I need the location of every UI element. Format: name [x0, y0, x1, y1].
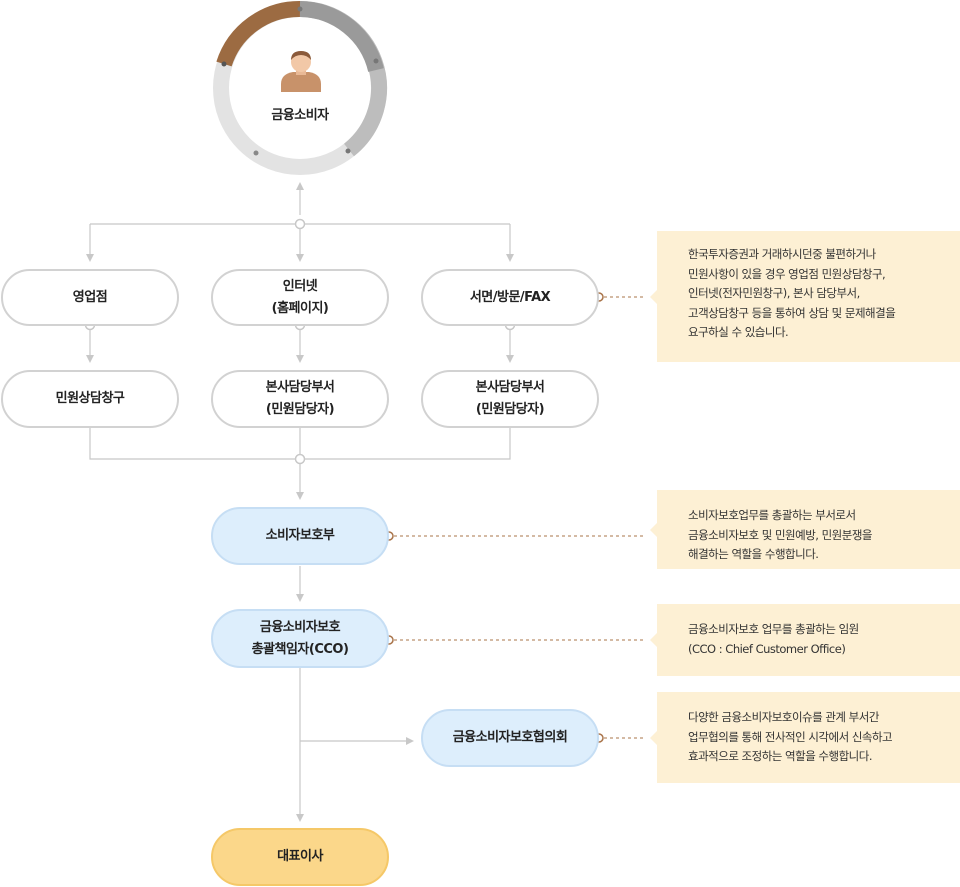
ring-brown-arc [216, 0, 301, 67]
channel-branch-office: 영업점 [1, 269, 179, 326]
note-line: 민원사항이 있을 경우 영업점 민원상담창구, [688, 266, 886, 281]
handler-counseling-desk: 민원상담창구 [1, 370, 179, 428]
node-line: 금융소비자보호협의회 [452, 730, 568, 745]
note-protection-dept: 소비자보호업무를 총괄하는 부서로서 금융소비자보호 및 민원예방, 민원분쟁을… [650, 490, 960, 569]
handler-hq-dept-1: 본사담당부서 (민원담당자) [211, 370, 389, 428]
note-council: 다양한 금융소비자보호이슈를 관계 부서간 업무협의를 통해 전사적인 시각에서… [650, 692, 960, 783]
person-icon [281, 51, 321, 92]
ring-dot [297, 6, 303, 12]
node-line: 영업점 [72, 289, 108, 305]
note-line: 인터넷(전자민원창구), 본사 담당부서, [688, 286, 860, 300]
ceo-node: 대표이사 [211, 828, 389, 886]
ring-dot [253, 150, 259, 156]
node-line: 서면/방문/FAX [469, 289, 551, 305]
note-line: 요구하실 수 있습니다. [688, 325, 789, 339]
node-line: 소비자보호부 [265, 528, 335, 543]
ring-dark-arc [299, 1, 384, 73]
ring-dot [373, 58, 379, 64]
consumer-ring [213, 0, 388, 175]
note-line: 고객상담창구 등을 통하여 상담 및 문제해결을 [688, 305, 896, 320]
channel-internet: 인터넷 (홈페이지) [211, 269, 389, 326]
note-line: 효과적으로 조정하는 역할을 수행합니다. [688, 749, 872, 763]
note-line: 업무협의를 통해 전사적인 시각에서 신속하고 [688, 729, 893, 744]
consumer-protection-dept: 소비자보호부 [211, 507, 389, 565]
note-line: 한국투자증권과 거래하시던중 불편하거나 [688, 247, 876, 261]
note-line: (CCO : Chief Customer Office) [688, 641, 846, 656]
protection-council-node: 금융소비자보호협의회 [421, 709, 599, 767]
node-line: (민원담당자) [265, 402, 335, 417]
note-line: 해결하는 역할을 수행합니다. [688, 547, 819, 561]
node-line: (홈페이지) [271, 300, 329, 316]
note-line: 금융소비자보호 업무를 총괄하는 임원 [688, 622, 859, 636]
merge-node [294, 453, 306, 465]
note-line: 금융소비자보호 및 민원예방, 민원분쟁을 [688, 527, 872, 542]
node-line: 금융소비자보호 [259, 619, 341, 635]
node-line: 본사담당부서 [265, 380, 335, 395]
node-line: 인터넷 [282, 278, 318, 294]
ring-dot [345, 148, 351, 154]
node-line: 대표이사 [277, 849, 323, 864]
node-line: (민원담당자) [475, 402, 545, 417]
node-line: 본사담당부서 [475, 380, 545, 395]
note-line: 다양한 금융소비자보호이슈를 관계 부서간 [688, 710, 879, 724]
note-line: 소비자보호업무를 총괄하는 부서로서 [688, 508, 856, 522]
channel-written-visit-fax: 서면/방문/FAX [421, 269, 599, 326]
branch-node [294, 218, 306, 230]
note-cco: 금융소비자보호 업무를 총괄하는 임원 (CCO : Chief Custome… [650, 604, 960, 676]
handler-hq-dept-2: 본사담당부서 (민원담당자) [421, 370, 599, 428]
consumer-label: 금융소비자 [271, 108, 329, 123]
note-channels: 한국투자증권과 거래하시던중 불편하거나 민원사항이 있을 경우 영업점 민원상… [650, 231, 960, 362]
node-line: 민원상담창구 [55, 391, 125, 406]
node-line: 총괄책임자(CCO) [251, 641, 349, 657]
ring-dot [221, 61, 227, 67]
